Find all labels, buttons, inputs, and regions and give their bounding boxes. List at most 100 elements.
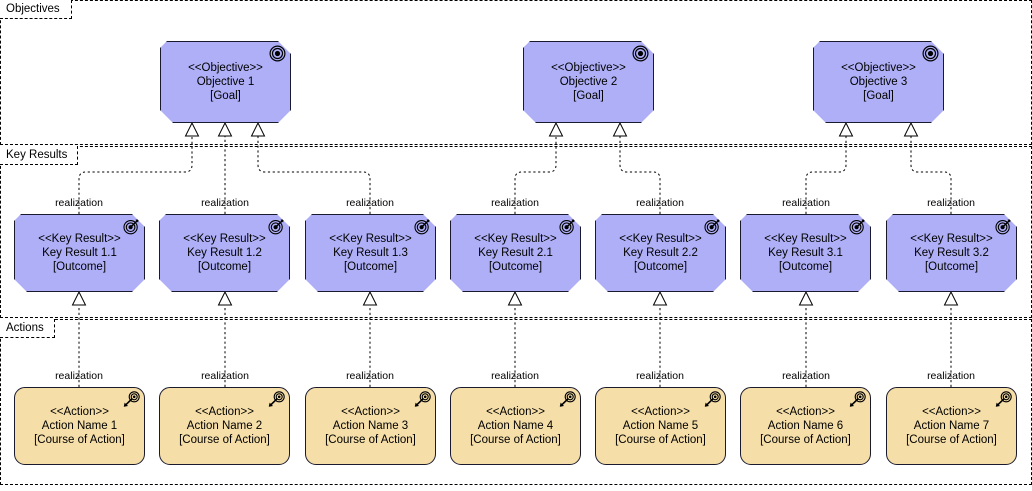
key-result-node-kr32[interactable]: <<Key Result>>Key Result 3.2 [Outcome] xyxy=(886,214,1017,292)
node-stereotype: <<Action>> xyxy=(50,405,109,418)
goal-target-icon xyxy=(632,45,649,62)
node-name: Key Result 1.2 xyxy=(187,246,262,259)
group-label-actions: Actions xyxy=(0,319,55,338)
node-meta-type: [Course of Action] xyxy=(906,434,997,447)
course-of-action-icon xyxy=(268,391,285,408)
node-name: Action Name 5 xyxy=(622,419,699,432)
node-stereotype: <<Key Result>> xyxy=(183,232,266,245)
outcome-target-arrow-icon xyxy=(268,218,285,235)
node-name: Objective 3 xyxy=(849,75,908,88)
node-meta-type: [Course of Action] xyxy=(615,434,706,447)
node-stereotype: <<Key Result>> xyxy=(764,232,847,245)
edge-label-c-act5-kr22: realization xyxy=(636,370,684,382)
edge-label-c-act4-kr21: realization xyxy=(491,370,539,382)
node-meta-type: [Course of Action] xyxy=(179,434,270,447)
node-name: Action Name 6 xyxy=(767,419,844,432)
outcome-target-arrow-icon xyxy=(414,218,431,235)
outcome-target-arrow-icon xyxy=(559,218,576,235)
group-label-key-results: Key Results xyxy=(0,146,78,165)
edge-label-c-kr22-obj2: realization xyxy=(636,197,684,209)
edge-label-c-kr21-obj2: realization xyxy=(491,197,539,209)
action-node-act3[interactable]: <<Action>>Action Name 3 [Course of Action… xyxy=(305,387,436,465)
node-name: Action Name 7 xyxy=(913,419,990,432)
key-result-node-kr11[interactable]: <<Key Result>>Key Result 1.1 [Outcome] xyxy=(14,214,145,292)
course-of-action-icon xyxy=(123,391,140,408)
goal-target-icon xyxy=(269,45,286,62)
node-meta-type: [Outcome] xyxy=(633,261,688,274)
node-name: Action Name 1 xyxy=(41,419,118,432)
action-node-act6[interactable]: <<Action>>Action Name 6 [Course of Action… xyxy=(740,387,871,465)
key-result-node-kr31[interactable]: <<Key Result>>Key Result 3.1 [Outcome] xyxy=(740,214,871,292)
action-node-act5[interactable]: <<Action>>Action Name 5 [Course of Action… xyxy=(595,387,726,465)
node-stereotype: <<Action>> xyxy=(195,405,254,418)
edge-label-c-act7-kr32: realization xyxy=(927,370,975,382)
node-name: Action Name 3 xyxy=(332,419,409,432)
edge-label-c-kr11-obj1: realization xyxy=(55,197,103,209)
node-name: Objective 1 xyxy=(196,75,255,88)
node-stereotype: <<Action>> xyxy=(922,405,981,418)
node-stereotype: <<Objective>> xyxy=(841,61,916,74)
node-meta-type: [Course of Action] xyxy=(34,434,125,447)
node-stereotype: <<Key Result>> xyxy=(38,232,121,245)
group-label-objectives: Objectives xyxy=(0,0,72,19)
node-meta-type: [Goal] xyxy=(573,90,604,103)
key-result-node-kr12[interactable]: <<Key Result>>Key Result 1.2 [Outcome] xyxy=(159,214,290,292)
node-stereotype: <<Key Result>> xyxy=(910,232,993,245)
node-stereotype: <<Action>> xyxy=(776,405,835,418)
node-stereotype: <<Objective>> xyxy=(188,61,263,74)
action-node-act7[interactable]: <<Action>>Action Name 7 [Course of Action… xyxy=(886,387,1017,465)
node-name: Key Result 2.2 xyxy=(623,246,698,259)
node-name: Key Result 1.1 xyxy=(42,246,117,259)
node-stereotype: <<Key Result>> xyxy=(329,232,412,245)
node-stereotype: <<Action>> xyxy=(486,405,545,418)
node-meta-type: [Goal] xyxy=(863,90,894,103)
node-stereotype: <<Action>> xyxy=(341,405,400,418)
node-meta-type: [Outcome] xyxy=(52,261,107,274)
course-of-action-icon xyxy=(849,391,866,408)
outcome-target-arrow-icon xyxy=(704,218,721,235)
node-stereotype: <<Action>> xyxy=(631,405,690,418)
course-of-action-icon xyxy=(995,391,1012,408)
action-node-act1[interactable]: <<Action>>Action Name 1 [Course of Action… xyxy=(14,387,145,465)
node-name: Objective 2 xyxy=(559,75,618,88)
objective-node-obj3[interactable]: <<Objective>>Objective 3 [Goal] xyxy=(813,41,944,123)
goal-target-icon xyxy=(922,45,939,62)
node-stereotype: <<Key Result>> xyxy=(474,232,557,245)
edge-label-c-kr31-obj3: realization xyxy=(782,197,830,209)
node-meta-type: [Outcome] xyxy=(488,261,543,274)
edge-label-c-act1-kr11: realization xyxy=(55,370,103,382)
outcome-target-arrow-icon xyxy=(849,218,866,235)
outcome-target-arrow-icon xyxy=(123,218,140,235)
edge-label-c-kr32-obj3: realization xyxy=(927,197,975,209)
node-name: Action Name 2 xyxy=(186,419,263,432)
node-stereotype: <<Objective>> xyxy=(551,61,626,74)
action-node-act4[interactable]: <<Action>>Action Name 4 [Course of Action… xyxy=(450,387,581,465)
objective-node-obj2[interactable]: <<Objective>>Objective 2 [Goal] xyxy=(523,41,654,123)
key-result-node-kr13[interactable]: <<Key Result>>Key Result 1.3 [Outcome] xyxy=(305,214,436,292)
action-node-act2[interactable]: <<Action>>Action Name 2 [Course of Action… xyxy=(159,387,290,465)
course-of-action-icon xyxy=(704,391,721,408)
outcome-target-arrow-icon xyxy=(995,218,1012,235)
course-of-action-icon xyxy=(559,391,576,408)
node-name: Key Result 1.3 xyxy=(333,246,408,259)
node-meta-type: [Outcome] xyxy=(343,261,398,274)
edge-label-c-act2-kr12: realization xyxy=(201,370,249,382)
node-meta-type: [Course of Action] xyxy=(760,434,851,447)
node-name: Key Result 3.2 xyxy=(914,246,989,259)
node-meta-type: [Outcome] xyxy=(778,261,833,274)
node-name: Key Result 3.1 xyxy=(768,246,843,259)
node-meta-type: [Outcome] xyxy=(924,261,979,274)
key-result-node-kr22[interactable]: <<Key Result>>Key Result 2.2 [Outcome] xyxy=(595,214,726,292)
edge-label-c-act6-kr31: realization xyxy=(782,370,830,382)
key-result-node-kr21[interactable]: <<Key Result>>Key Result 2.1[Outcome] xyxy=(450,214,581,292)
edge-label-c-kr13-obj1: realization xyxy=(346,197,394,209)
objective-node-obj1[interactable]: <<Objective>>Objective 1[Goal] xyxy=(160,41,291,123)
course-of-action-icon xyxy=(414,391,431,408)
node-meta-type: [Course of Action] xyxy=(325,434,416,447)
edge-label-c-kr12-obj1: realization xyxy=(201,197,249,209)
node-stereotype: <<Key Result>> xyxy=(619,232,702,245)
node-meta-type: [Course of Action] xyxy=(470,434,561,447)
node-name: Action Name 4 xyxy=(477,419,554,432)
node-meta-type: [Outcome] xyxy=(197,261,252,274)
